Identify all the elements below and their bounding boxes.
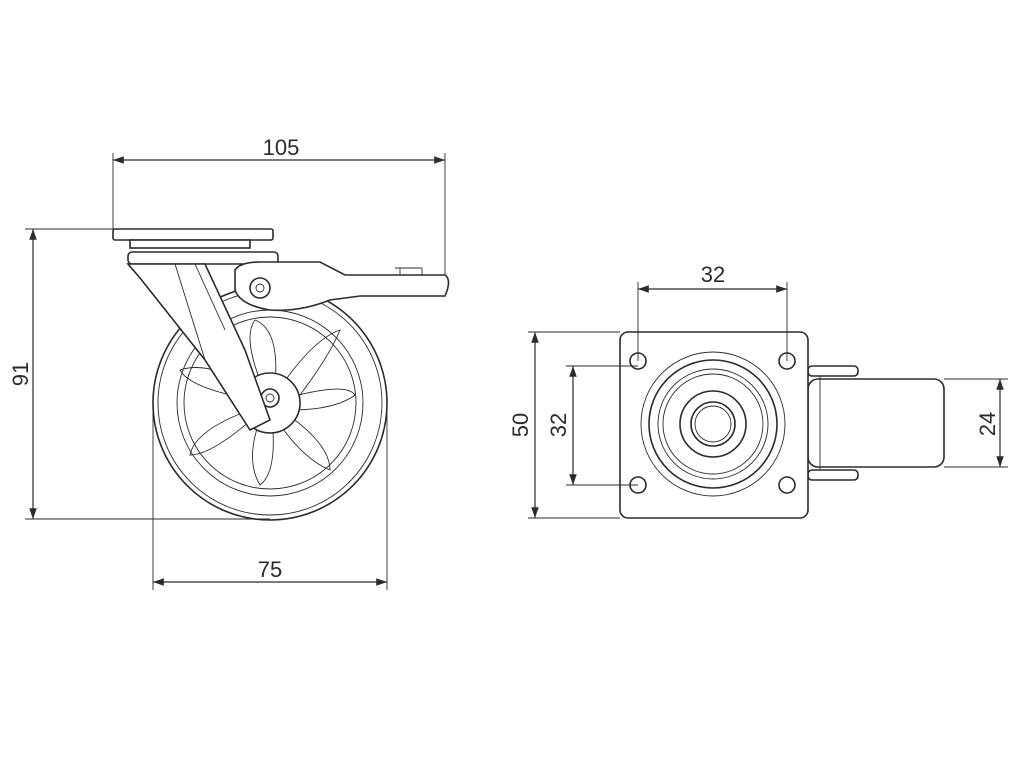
dim-label-32-vertical: 32 — [546, 413, 571, 437]
dim-side-length: 105 — [112, 135, 446, 275]
dim-plate-width: 50 — [508, 331, 620, 519]
dim-wheel-width: 24 — [944, 378, 1008, 468]
dim-side-height: 91 — [8, 228, 270, 520]
dim-label-91: 91 — [8, 362, 33, 386]
fork — [126, 263, 271, 432]
top-view: 32 50 32 24 — [508, 262, 1008, 519]
dim-wheel-diameter: 75 — [152, 403, 388, 590]
top-plate — [112, 228, 274, 241]
dim-label-24: 24 — [975, 412, 1000, 436]
wheel-spokes — [179, 319, 356, 486]
dim-label-105: 105 — [263, 135, 300, 160]
dim-hole-spacing-y: 32 — [546, 365, 638, 486]
dim-label-32-horizontal: 32 — [701, 262, 725, 287]
brake-pedal — [234, 261, 450, 312]
dim-label-75: 75 — [258, 557, 282, 582]
dim-hole-spacing-x: 32 — [637, 262, 788, 361]
kingpin-icon — [690, 401, 736, 447]
dim-label-50: 50 — [508, 413, 533, 437]
wheel-top — [807, 378, 945, 468]
side-view: 105 91 75 — [8, 135, 450, 590]
